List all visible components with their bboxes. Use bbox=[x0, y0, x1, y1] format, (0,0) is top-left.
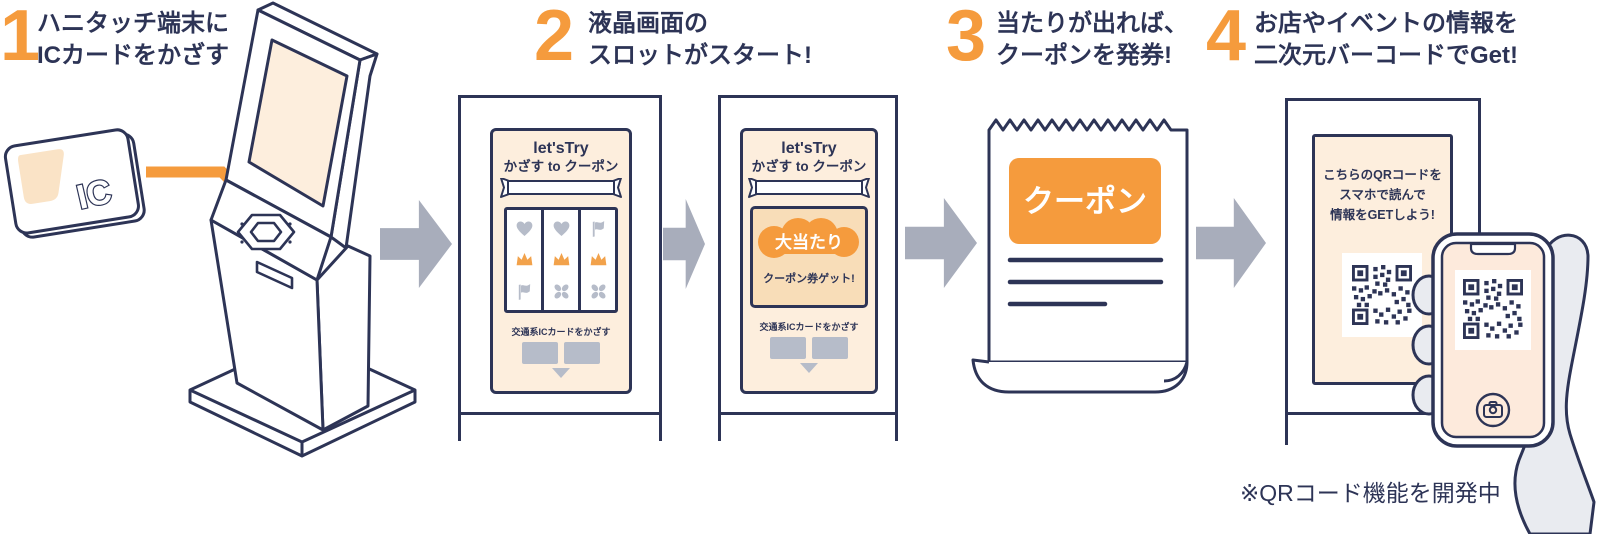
camera-icon bbox=[1475, 392, 1511, 428]
ic-card-illustration: IC bbox=[3, 128, 146, 239]
ribbon-banner-icon bbox=[747, 178, 871, 198]
clover-icon bbox=[551, 281, 572, 302]
heart-icon bbox=[514, 218, 535, 239]
panel-slot-left-stub bbox=[458, 415, 461, 441]
panel-qr-left-stub bbox=[1285, 415, 1288, 445]
slot-reel bbox=[578, 210, 615, 310]
ribbon-banner-icon bbox=[499, 178, 623, 198]
step1-number: 1 bbox=[0, 0, 41, 76]
ic-pad-left bbox=[770, 337, 806, 359]
jackpot-label: 大当たり bbox=[775, 232, 843, 252]
step3-number: 3 bbox=[946, 0, 987, 76]
win-screen: let'sTry かざす to クーポン 大当たり クーポン券ゲット! 交通系I… bbox=[740, 128, 878, 394]
down-triangle-icon bbox=[552, 368, 570, 378]
step4-title: お店やイベントの情報を 二次元バーコードでGet! bbox=[1254, 8, 1518, 72]
ic-touch-pads bbox=[770, 337, 848, 359]
qr-screen-message: こちらのQRコードを スマホで読んで 情報をGETしよう! bbox=[1323, 165, 1442, 225]
step4-title-line2: 二次元バーコードでGet! bbox=[1254, 42, 1518, 69]
flag-icon bbox=[514, 281, 535, 302]
jackpot-bubble: 大当たり bbox=[758, 218, 859, 258]
flow-arrow-2-icon bbox=[663, 199, 705, 289]
card-chip-shape bbox=[18, 149, 64, 204]
slot-screen-title1: let'sTry bbox=[533, 140, 589, 157]
step1-title-line2: ICカードをかざす bbox=[37, 42, 229, 69]
coupon-label-box bbox=[1009, 158, 1161, 244]
receipt-text-lines bbox=[1007, 257, 1164, 307]
step4-title-line1: お店やイベントの情報を bbox=[1254, 10, 1518, 37]
step2-number: 2 bbox=[534, 0, 575, 76]
qr-message-line2: スマホで読んで bbox=[1339, 188, 1426, 202]
panel-slot-right-stub bbox=[659, 415, 662, 441]
ic-pad-right bbox=[812, 337, 848, 359]
win-screen-footer: 交通系ICカードをかざす bbox=[759, 322, 859, 332]
step3-title-line2: クーポンを発券! bbox=[996, 42, 1172, 69]
ic-card-label: IC bbox=[73, 172, 115, 217]
crown-icon bbox=[588, 249, 609, 270]
step1-title: ハニタッチ端末に ICカードをかざす bbox=[37, 8, 229, 72]
step2-title: 液晶画面の スロットがスタート! bbox=[588, 8, 812, 72]
crown-icon bbox=[514, 249, 535, 270]
hand-holding-phone-illustration bbox=[1411, 232, 1596, 534]
coupon-label: クーポン bbox=[1023, 184, 1147, 219]
jackpot-box: 大当たり クーポン券ゲット! bbox=[750, 206, 868, 308]
kiosk-terminal-illustration bbox=[188, 1, 417, 458]
panel-win-right-stub bbox=[895, 415, 898, 441]
qr-footnote: ※QRコード機能を開発中 bbox=[1240, 480, 1501, 506]
step3-title-line1: 当たりが出れば、 bbox=[996, 10, 1188, 37]
step4-number: 4 bbox=[1206, 0, 1247, 76]
qr-message-line1: こちらのQRコードを bbox=[1323, 168, 1442, 182]
slot-screen-footer: 交通系ICカードをかざす bbox=[511, 327, 611, 337]
qr-message-line3: 情報をGETしよう! bbox=[1330, 208, 1435, 222]
ic-touch-pads bbox=[522, 342, 600, 364]
step3-title: 当たりが出れば、 クーポンを発券! bbox=[996, 8, 1188, 72]
jackpot-subtext: クーポン券ゲット! bbox=[763, 273, 855, 285]
panel-win-left-stub bbox=[718, 415, 721, 441]
ic-pad-left bbox=[522, 342, 558, 364]
clover-icon bbox=[588, 281, 609, 302]
slot-reel bbox=[541, 210, 578, 310]
down-triangle-icon bbox=[800, 363, 818, 373]
step1-title-line1: ハニタッチ端末に bbox=[37, 10, 229, 37]
slot-screen: let'sTry かざす to クーポン 交通系ICカードをかざす bbox=[490, 128, 632, 394]
slot-reel bbox=[507, 210, 541, 310]
win-screen-title1: let'sTry bbox=[781, 140, 837, 157]
flag-icon bbox=[588, 218, 609, 239]
step2-title-line2: スロットがスタート! bbox=[588, 42, 812, 69]
coupon-receipt-illustration: クーポン bbox=[971, 118, 1189, 394]
heart-icon bbox=[551, 218, 572, 239]
phone-notch bbox=[1469, 242, 1517, 256]
flow-arrow-3-icon bbox=[905, 198, 977, 288]
slot-machine bbox=[504, 207, 618, 313]
win-screen-title2: かざす to クーポン bbox=[751, 159, 867, 174]
step2-title-line1: 液晶画面の bbox=[588, 10, 708, 37]
crown-icon bbox=[551, 249, 572, 270]
slot-screen-title2: かざす to クーポン bbox=[503, 159, 619, 174]
flow-arrow-4-icon bbox=[1196, 198, 1266, 288]
ic-pad-right bbox=[564, 342, 600, 364]
